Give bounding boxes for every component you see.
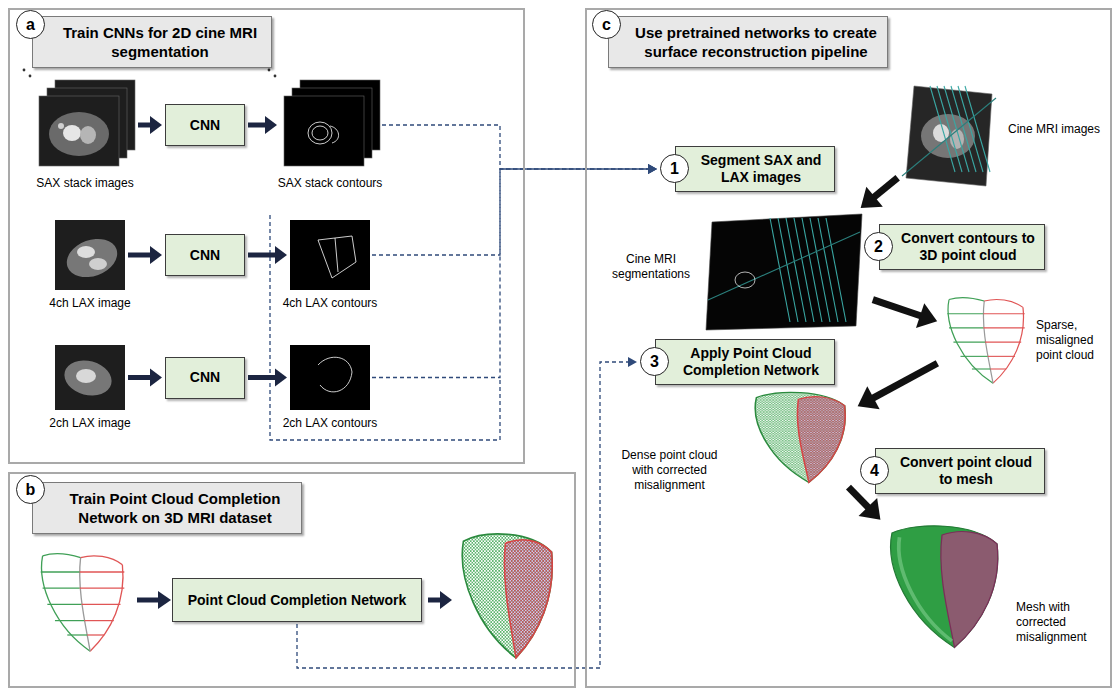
arrow-connector [873, 300, 937, 328]
image-figure: Mesh with corrected misalignment [880, 522, 1010, 650]
panel-letter: a [16, 10, 45, 39]
figure-caption: Mesh with corrected misalignment [1016, 600, 1102, 645]
step-number: 1 [660, 154, 689, 183]
dashed-connector [372, 164, 657, 255]
panel-title: Train CNNs for 2D cine MRI segmentation [57, 23, 263, 61]
step-label: Apply Point Cloud Completion Network [676, 345, 826, 379]
box-label: CNN [190, 117, 220, 134]
process-box: CNN [165, 234, 245, 276]
figure-caption: 4ch LAX image [25, 296, 155, 311]
image-figure: SAX stack contours [280, 80, 380, 170]
figure-caption: Cine MRI images [1008, 122, 1103, 137]
process-box: Point Cloud Completion Network [172, 578, 422, 622]
step-label: Convert contours to 3D point cloud [900, 230, 1036, 264]
image-figure: Cine MRI images [900, 80, 1000, 190]
step-number: 3 [640, 347, 669, 376]
panel-header: Train CNNs for 2D cine MRI segmentation [32, 16, 272, 68]
image-figure: 2ch LAX image [55, 345, 125, 410]
image-figure: Dense point cloud with corrected misalig… [745, 390, 855, 485]
panel-title: Use pretrained networks to create surfac… [633, 23, 879, 61]
arrow-connector [248, 369, 287, 387]
image-figure: 2ch LAX contours [290, 345, 370, 410]
step-box: Convert contours to 3D point cloud2 [879, 224, 1045, 270]
process-box: CNN [165, 104, 245, 146]
figure-caption: Dense point cloud with corrected misalig… [612, 448, 727, 493]
figure-caption: 2ch LAX contours [275, 416, 385, 431]
box-label: CNN [190, 369, 220, 386]
figure-caption: SAX stack images [20, 176, 150, 191]
image-figure: 4ch LAX image [55, 220, 125, 290]
image-figure: Sparse, misaligned point cloud [940, 290, 1030, 385]
arrow-connector [248, 246, 287, 264]
figure-caption: 2ch LAX image [25, 416, 155, 431]
dashed-connector [382, 125, 657, 174]
panel: Train Point Cloud Completion Network on … [8, 472, 576, 688]
arrow-connector [128, 369, 162, 387]
step-label: Segment SAX and LAX images [696, 152, 826, 186]
step-box: Convert point cloud to mesh4 [875, 448, 1045, 494]
step-box: Segment SAX and LAX images1 [675, 146, 835, 192]
arrow-connector [138, 116, 162, 134]
process-box: CNN [165, 357, 245, 399]
panel-letter: b [16, 475, 45, 504]
figure-caption: Cine MRI segmentations [605, 252, 697, 282]
step-box: Apply Point Cloud Completion Network3 [655, 339, 835, 385]
panel-letter: c [592, 10, 621, 39]
panel-header: Train Point Cloud Completion Network on … [32, 482, 302, 534]
figure-caption: SAX stack contours [265, 176, 395, 191]
panel: Train CNNs for 2D cine MRI segmentation a… [8, 8, 525, 464]
arrow-connector [858, 363, 938, 409]
panel: Use pretrained networks to create surfac… [585, 8, 1112, 688]
image-figure: Cine MRI segmentations [700, 210, 870, 330]
figure-caption: Sparse, misaligned point cloud [1036, 318, 1108, 363]
box-label: Point Cloud Completion Network [188, 592, 407, 609]
step-number: 4 [860, 456, 889, 485]
arrow-connector [128, 246, 162, 264]
figure-caption: 4ch LAX contours [275, 296, 385, 311]
image-figure: 4ch LAX contours [290, 220, 370, 290]
box-label: CNN [190, 247, 220, 264]
image-figure: SAX stack images [35, 80, 135, 170]
step-label: Convert point cloud to mesh [896, 454, 1036, 488]
arrow-connector [248, 116, 277, 134]
step-number: 2 [864, 232, 893, 261]
panel-title: Train Point Cloud Completion Network on … [57, 489, 293, 527]
arrow-connector [861, 178, 898, 208]
panel-header: Use pretrained networks to create surfac… [608, 16, 888, 68]
